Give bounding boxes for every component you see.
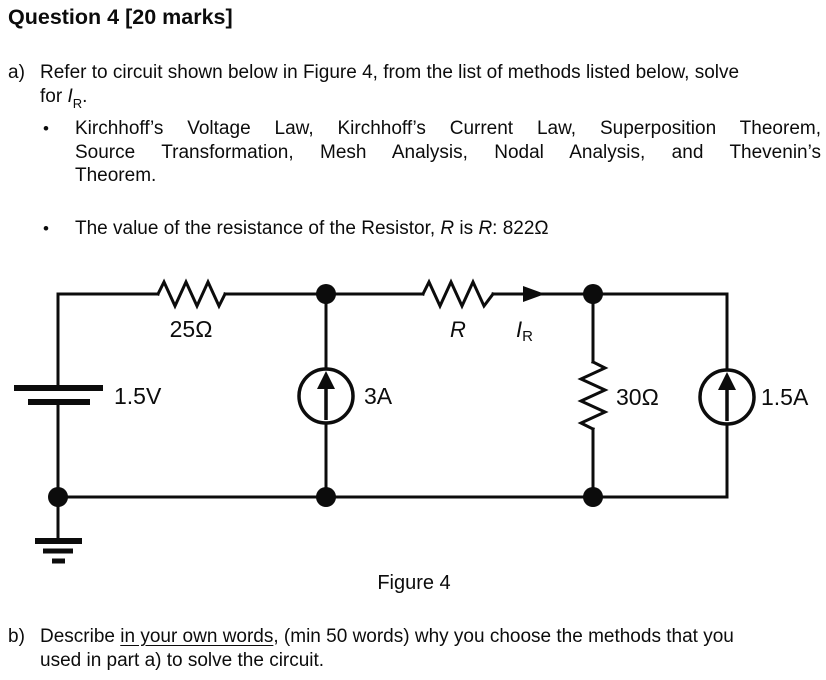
resistance-mid: is: [454, 218, 479, 239]
node-bottom-right: [583, 487, 603, 507]
junction-nodes: [48, 284, 603, 507]
node-bottom-left: [48, 487, 68, 507]
resistance-text: The value of the resistance of the Resis…: [75, 217, 821, 241]
question-a-text: Refer to circuit shown below in Figure 4…: [40, 61, 822, 114]
label-resistor-R: R: [450, 317, 466, 342]
bullet-marker: •: [43, 219, 49, 238]
methods-line1: Kirchhoff’s Voltage Law, Kirchhoff’s Cur…: [75, 118, 821, 139]
ground-symbol: [35, 538, 82, 564]
label-current-IR-subscript: R: [522, 328, 533, 345]
resistor-30ohm-zigzag: [577, 359, 609, 432]
node-top-right: [583, 284, 603, 304]
current-source-3A-arrow-head: [317, 371, 335, 389]
question-b-underlined-phrase: in your own words: [120, 626, 274, 647]
label-resistor-30ohm: 30Ω: [616, 384, 659, 410]
battery-symbol: [14, 385, 103, 405]
question-b-line1: Describe in your own words, (min 50 word…: [40, 625, 822, 649]
label-current-source-1p5A: 1.5A: [761, 384, 809, 410]
methods-line2: Source Transformation, Mesh Analysis, No…: [75, 141, 821, 163]
current-source-1p5A-arrow-head: [718, 372, 736, 390]
resistance-value: : 822Ω: [492, 218, 549, 239]
current-source-3A: [297, 367, 355, 425]
question-a-line2: for IR.: [40, 85, 822, 114]
label-voltage-source: 1.5V: [114, 383, 162, 409]
label-resistor-25ohm: 25Ω: [170, 316, 213, 342]
current-direction-arrow: [523, 286, 545, 302]
current-source-1p5A: [698, 368, 756, 426]
label-current-IR: IR: [516, 317, 533, 345]
circuit-figure: 25Ω 1.5V 3A R IR 30Ω 1.5A Figure 4: [14, 278, 809, 594]
question-a-line2-before: for: [40, 85, 68, 107]
methods-bullet: • Kirchhoff’s Voltage Law, Kirchhoff’s C…: [43, 117, 821, 188]
question-b-label: b): [8, 626, 25, 647]
question-b: b) Describe in your own words, (min 50 w…: [8, 625, 822, 672]
methods-text: Kirchhoff’s Voltage Law, Kirchhoff’s Cur…: [75, 117, 821, 188]
circuit-wires: [56, 278, 729, 540]
question-a-line1: Refer to circuit shown below in Figure 4…: [40, 62, 740, 83]
resistance-symbol-1: R: [440, 218, 455, 239]
node-top-middle: [316, 284, 336, 304]
figure-caption: Figure 4: [377, 572, 450, 594]
resistor-25ohm-zigzag: [155, 278, 228, 310]
bullet-marker: •: [43, 119, 49, 138]
resistor-R-zigzag: [420, 278, 496, 310]
question-a-line2-after: .: [82, 85, 88, 107]
label-current-source-3A: 3A: [364, 383, 393, 409]
question-b-line1-after: , (min 50 words) why you choose the meth…: [273, 626, 734, 647]
methods-line3: Theorem.: [75, 165, 157, 186]
question-a-label: a): [8, 62, 25, 83]
question-b-line2: used in part a) to solve the circuit.: [40, 649, 325, 671]
node-bottom-middle: [316, 487, 336, 507]
question-b-text: Describe in your own words, (min 50 word…: [40, 625, 822, 672]
current-subscript: R: [72, 96, 83, 112]
resistance-symbol-2: R: [478, 218, 493, 239]
question-title: Question 4 [20 marks]: [8, 5, 233, 29]
current-symbol: I: [67, 85, 73, 107]
question-b-line1-before: Describe: [40, 626, 121, 647]
label-current-IR-symbol: I: [516, 317, 522, 342]
resistance-before: The value of the resistance of the Resis…: [75, 218, 441, 239]
resistance-bullet: • The value of the resistance of the Res…: [43, 217, 821, 241]
question-a: a) Refer to circuit shown below in Figur…: [8, 61, 822, 114]
